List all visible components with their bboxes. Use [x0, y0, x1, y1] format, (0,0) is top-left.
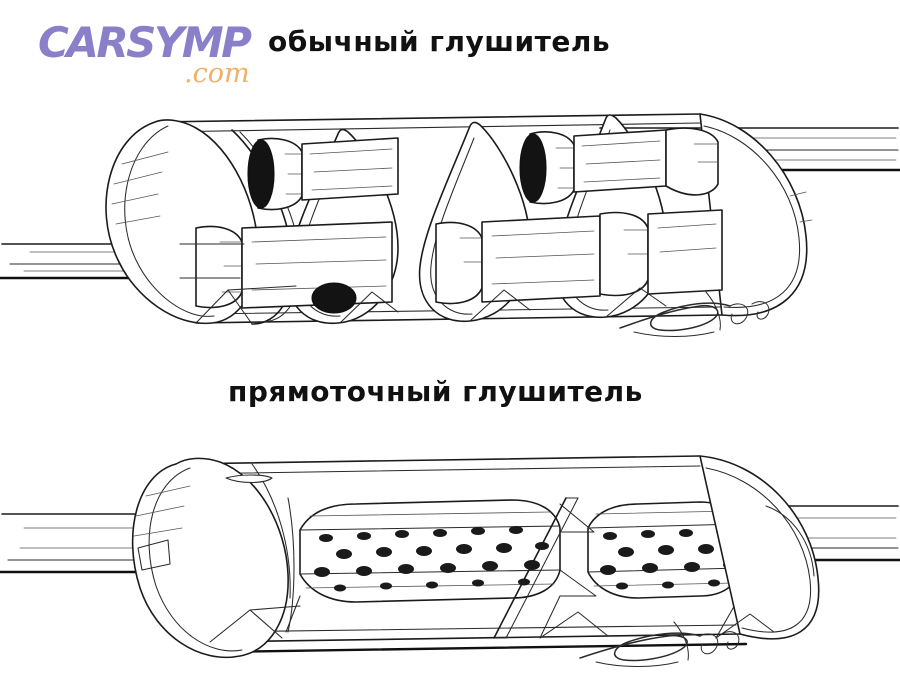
watermark-suffix-text: .com: [184, 58, 250, 89]
perforated-tube-section-1: [299, 499, 561, 603]
figure-title-straight-through: прямоточный глушитель: [228, 375, 643, 408]
shell-right-end-cap: [699, 113, 813, 317]
shell-top-vent-oval: [225, 474, 273, 484]
internal-tubes-upper: [247, 127, 719, 211]
shell-bottom-seam: [195, 285, 667, 325]
shell-left-cutaway-mouth: [131, 457, 289, 659]
figure-title-conventional: обычный глушитель: [268, 25, 611, 58]
muffler-shell-body: [175, 455, 748, 654]
perforation-holes: [600, 527, 737, 590]
artist-signature: [619, 291, 770, 337]
watermark-brand-text: CARSYMP: [38, 18, 252, 67]
baffle-divider-plate: [493, 497, 579, 639]
figure-straight-through-muffler: [0, 420, 900, 684]
shell-bottom-seam: [209, 605, 775, 643]
inlet-pipe-internal: [179, 243, 245, 279]
artist-signature: [579, 621, 740, 667]
shell-right-end-cap: [699, 455, 820, 640]
figure-conventional-muffler: [0, 92, 900, 347]
perforated-tube-section-2: [587, 501, 741, 599]
carsymp-watermark-logo: CARSYMP .com: [38, 22, 288, 88]
